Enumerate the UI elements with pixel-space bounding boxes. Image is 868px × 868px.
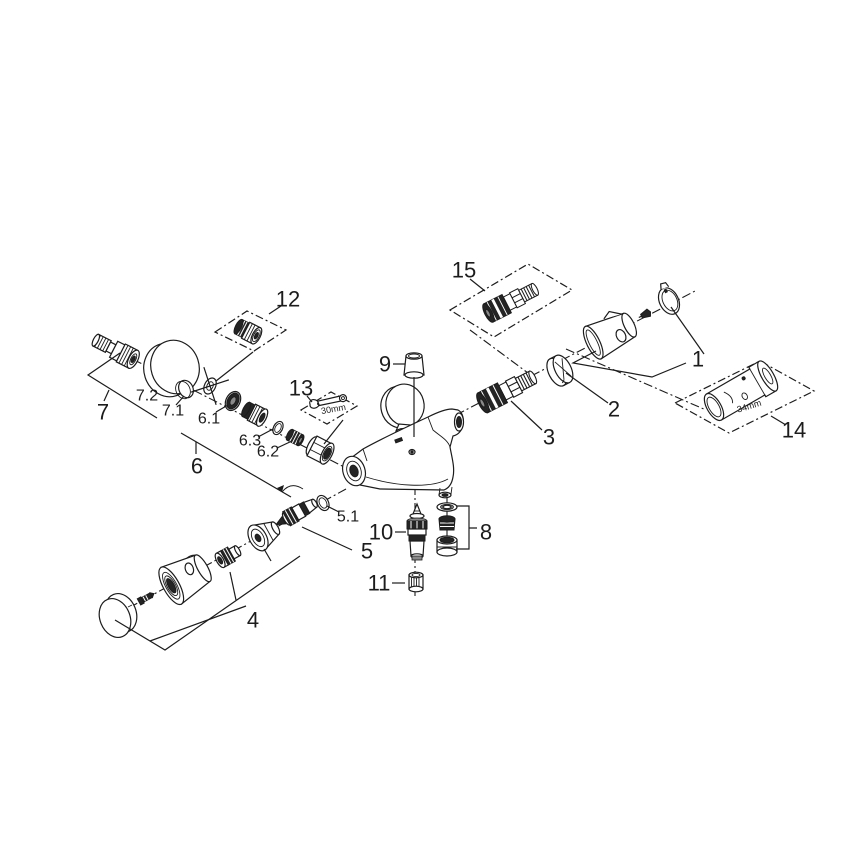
part-4-cover-cap xyxy=(98,593,138,638)
wrench-size-label: 30mm xyxy=(320,402,346,416)
part-label-6-2: 6.2 xyxy=(257,444,279,461)
part-label-2: 2 xyxy=(608,397,620,422)
part-label-15: 15 xyxy=(452,258,476,283)
part-9-plug xyxy=(403,352,425,379)
part-label-10: 10 xyxy=(369,520,393,545)
part-3-check-valve xyxy=(473,365,541,415)
part-label-7-1: 7.1 xyxy=(162,403,184,420)
part-1-screw xyxy=(638,308,651,319)
box-part-15 xyxy=(448,263,574,338)
part-5-stop-cone xyxy=(247,521,281,552)
part-8-aerator-group xyxy=(436,502,458,557)
mixer-body xyxy=(341,383,465,499)
part-label-14: 14 xyxy=(782,418,806,443)
obsolete-part-marker xyxy=(190,366,230,406)
part-label-1: 1 xyxy=(692,347,704,372)
part-7-2-s-union xyxy=(91,333,140,370)
part-label-7-2: 7.2 xyxy=(136,388,158,405)
part-12-fitting xyxy=(233,318,263,345)
part-label-6-1: 6.1 xyxy=(198,411,220,428)
rotation-arrow xyxy=(277,485,304,493)
part-6-2-insert xyxy=(285,428,305,447)
part-1-cap xyxy=(657,281,681,315)
part-label-5-1: 5.1 xyxy=(337,509,359,526)
part-label-12: 12 xyxy=(276,287,300,312)
part-11-adapter xyxy=(408,571,424,593)
part-15-check-valve-spare xyxy=(479,278,543,325)
part-6-nipple xyxy=(241,401,269,427)
leader-lines xyxy=(86,278,787,651)
part-4-adapter xyxy=(214,545,242,569)
part-14-socket-tool xyxy=(703,360,779,422)
part-4-knob xyxy=(158,554,212,606)
part-10-thermo-element xyxy=(406,502,428,561)
part-label-4: 4 xyxy=(247,608,259,633)
part-1-handle xyxy=(582,310,638,360)
part-5-1-o-ring xyxy=(316,494,330,512)
part-label-7: 7 xyxy=(97,400,109,425)
box-part-14 xyxy=(673,360,816,434)
part-2-stop-ring xyxy=(546,354,574,387)
part-6-3-o-ring xyxy=(272,420,284,436)
spare-part-boxes xyxy=(213,263,816,434)
box-part-13 xyxy=(299,391,359,425)
part-4-screw xyxy=(136,592,155,606)
part-7-1-escutcheon xyxy=(143,339,200,400)
part-label-13: 13 xyxy=(289,376,313,401)
part-label-5: 5 xyxy=(361,539,373,564)
part-label-6: 6 xyxy=(191,454,203,479)
box-part-12 xyxy=(213,310,288,352)
part-6-1-seal xyxy=(224,390,242,412)
part-label-9: 9 xyxy=(379,352,391,377)
part-label-3: 3 xyxy=(543,425,555,450)
part-13-wrench xyxy=(309,394,348,409)
part-6-cap-nut xyxy=(305,435,335,465)
part-label-6-3: 6.3 xyxy=(239,433,261,450)
part-label-11: 11 xyxy=(368,571,391,596)
part-5-cartridge xyxy=(274,498,318,527)
part-label-8: 8 xyxy=(480,520,492,545)
